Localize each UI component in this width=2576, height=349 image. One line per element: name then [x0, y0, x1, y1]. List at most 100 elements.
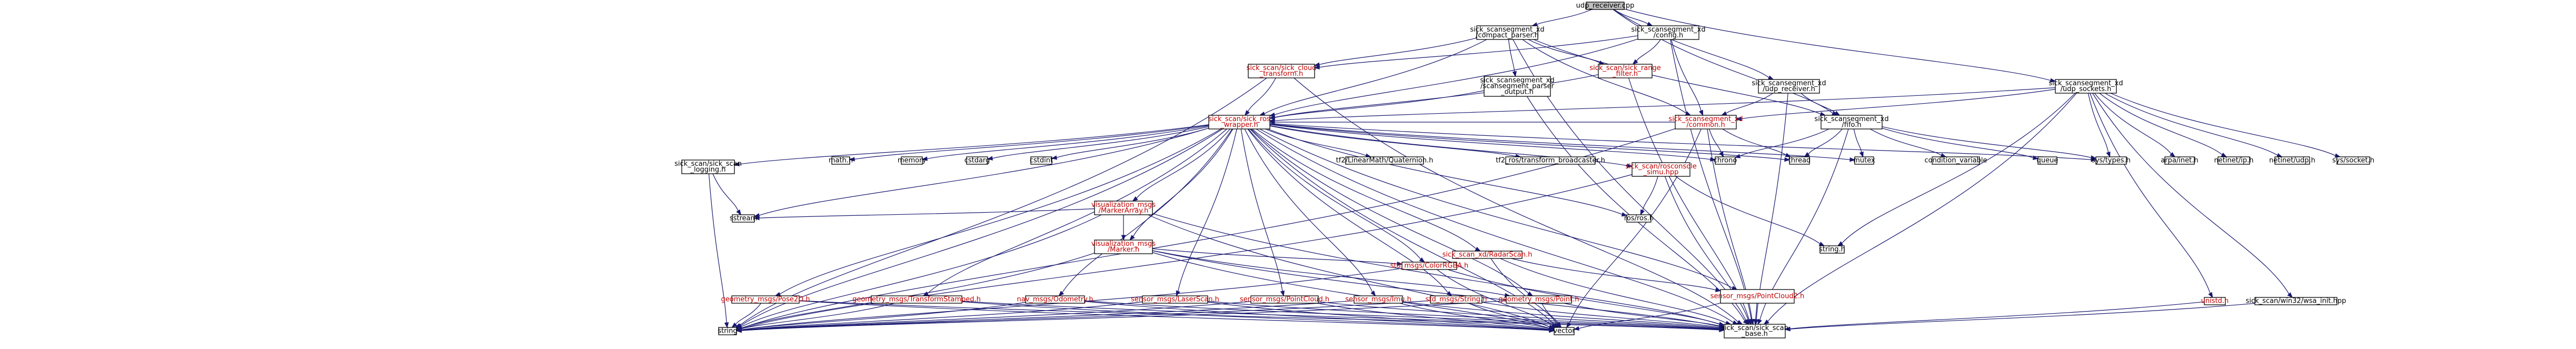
file-node-laserscan-h[interactable]: sensor_msgs/LaserScan.h	[1131, 295, 1219, 304]
file-node-std-string-h[interactable]: std_msgs/String.h	[1426, 295, 1487, 304]
file-node-sys-socket-h[interactable]: sys/socket.h	[2332, 156, 2374, 165]
file-node-label: _transform.h	[1259, 70, 1304, 78]
file-node-viz-marker-h[interactable]: visualization_msgs/Marker.h	[1091, 240, 1156, 254]
file-node-netinet-ip-h[interactable]: netinet/ip.h	[2214, 156, 2254, 165]
include-edge-sick_ros_wrapper_h-to-point_h	[1250, 128, 1534, 296]
include-edge-viz_marker_h-to-colorrgba_h	[1152, 248, 1403, 266]
file-node-colorrgba-h[interactable]: std_msgs/ColorRGBA.h	[1390, 262, 1468, 270]
file-node-box	[732, 214, 755, 223]
file-node-imu-h[interactable]: sensor_msgs/Imu.h	[1345, 295, 1411, 304]
file-node-tf2-quaternion-h[interactable]: tf2/LinearMath/Quaternion.h	[1336, 156, 1434, 165]
file-node-netinet-udp-h[interactable]: netinet/udp.h	[2269, 156, 2315, 165]
file-node-common-h[interactable]: sick_scansegment_xd/common.h	[1668, 115, 1743, 129]
include-edge-rosconsole_simu_hpp-to-ros_ros_h	[1640, 176, 1658, 216]
include-edge-point_h-to-vector	[1541, 303, 1562, 328]
file-node-fifo-h[interactable]: sick_scansegment_xd/fifo.h	[1814, 115, 1889, 129]
file-node-label: _wrapper.h	[1220, 121, 1258, 129]
file-node-string-h[interactable]: string.h	[1819, 245, 1845, 254]
file-node-scansegment-parser-output-h[interactable]: sick_scansegment_xd/scansegment_parser_o…	[1480, 76, 1555, 97]
file-node-sys-types-h[interactable]: sys/types.h	[2092, 156, 2131, 165]
file-node-udp-receiver-h[interactable]: sick_scansegment_xd/udp_receiver.h	[1752, 79, 1826, 94]
file-node-sick-scan-base-h[interactable]: sick_scan/sick_scan_base.h	[1721, 324, 1788, 338]
file-node-label: arpa/inet.h	[2161, 157, 2198, 165]
include-edge-config_h-to-sick_range_filter_h	[1632, 39, 1661, 65]
file-node-box	[2037, 156, 2057, 165]
file-node-queue[interactable]: queue	[2037, 156, 2058, 165]
file-node-udp-sockets-h[interactable]: sick_scansegment_xd/udp_sockets.h	[2048, 79, 2123, 94]
file-node-label: queue	[2037, 157, 2058, 165]
include-edge-config_h-to-common_h	[1670, 39, 1704, 116]
include-edge-sick_ros_wrapper_h-to-colorrgba_h	[1248, 128, 1425, 263]
file-node-rosconsole-simu-hpp[interactable]: sick_scan/rosconsole_simu.hpp	[1625, 162, 1697, 177]
include-edge-udp_receiver_h-to-common_h	[1720, 93, 1774, 116]
file-node-sick-cloud-transform-h[interactable]: sick_scan/sick_cloud_transform.h	[1247, 64, 1317, 78]
file-node-odometry-h[interactable]: nav_msgs/Odometry.h	[1017, 295, 1093, 304]
file-node-thread[interactable]: thread	[1788, 156, 1811, 165]
edges-layer	[708, 8, 2341, 333]
file-node-sick-ros-wrapper-h[interactable]: sick_scan/sick_ros_wrapper.h	[1208, 115, 1270, 129]
file-node-label: sstream	[730, 215, 757, 223]
file-node-label: condition_variable	[1924, 157, 1987, 165]
include-edge-fifo_h-to-chrono	[1734, 128, 1829, 158]
file-node-compact-parser-h[interactable]: sick_scansegment_xd/compact_parser.h	[1470, 25, 1545, 40]
file-node-unistd-h[interactable]: unistd.h	[2201, 297, 2229, 305]
file-node-sick-scan-logging-h[interactable]: sick_scan/sick_scan_logging.h	[674, 159, 742, 174]
file-node-viz-markerarray-h[interactable]: visualization_msgs/MarkerArray.h	[1091, 201, 1156, 215]
file-node-label: _base.h	[1741, 330, 1768, 338]
include-edge-radarscan_h-to-sick_scan_base_h	[1500, 258, 1732, 325]
include-edge-common_h-to-sick_ros_wrapper_h	[1269, 119, 1675, 125]
file-node-box	[731, 295, 800, 304]
file-node-box	[2274, 156, 2310, 165]
include-edge-udp_sockets_h-to-netinet_ip_h	[2099, 93, 2227, 157]
file-node-box	[2164, 156, 2195, 165]
file-node-radarscan-h[interactable]: sick_scan_xd/RadarScan.h	[1443, 251, 1533, 259]
file-node-box	[1030, 156, 1052, 165]
file-node-box	[2336, 156, 2370, 165]
file-node-transformstamped-h[interactable]: geometry_msgs/TransformStamped.h	[852, 295, 981, 304]
include-edge-fifo_h-to-condition_variable	[1869, 128, 1947, 157]
file-node-box	[966, 156, 988, 165]
file-node-condition-variable[interactable]: condition_variable	[1924, 156, 1987, 165]
file-node-sstream[interactable]: sstream	[730, 214, 757, 223]
file-node-ros-ros-h[interactable]: ros/ros.h	[1624, 214, 1654, 223]
file-node-cstdint[interactable]: cstdint	[1030, 156, 1053, 165]
file-node-label: geometry_msgs/TransformStamped.h	[852, 296, 981, 304]
file-node-label: sick_scan_xd/RadarScan.h	[1443, 251, 1533, 259]
include-edge-viz_markerarray_h-to-vector	[1148, 214, 1555, 330]
file-node-label: cstdarg	[964, 157, 990, 165]
include-edge-sick_ros_wrapper_h-to-sick_scan_logging_h	[733, 124, 1209, 167]
include-edge-wsa_init_hpp-to-sick_scan_base_h	[1784, 303, 2255, 332]
file-node-label: mutex	[1853, 157, 1875, 165]
file-node-string[interactable]: string	[718, 327, 738, 335]
file-node-sick-range-filter-h[interactable]: sick_scan/sick_range_filter.h	[1589, 64, 1661, 78]
file-node-label: _filter.h	[1612, 70, 1638, 78]
file-node-box	[1094, 240, 1153, 254]
file-node-box	[1506, 295, 1572, 304]
file-node-label: sensor_msgs/PointCloud.h	[1240, 296, 1329, 304]
file-node-wsa-init-hpp[interactable]: sick_scan/win32/wsa_init.hpp	[2246, 297, 2346, 305]
include-edge-sick_ros_wrapper_h-to-mutex	[1269, 124, 1856, 162]
file-node-arpa-inet-h[interactable]: arpa/inet.h	[2161, 156, 2199, 165]
file-node-config-h[interactable]: sick_scansegment_xd/config.h	[1631, 25, 1706, 40]
file-node-tf2-broadcaster[interactable]: tf2_ros/transform_broadcaster.h	[1496, 156, 1605, 165]
file-node-pointcloud-h[interactable]: sensor_msgs/PointCloud.h	[1240, 295, 1329, 304]
file-node-label: /compact_parser.h	[1476, 32, 1539, 39]
file-node-pointcloud2-h[interactable]: sensor_msgs/PointCloud2.h	[1710, 289, 1804, 304]
file-node-point-h[interactable]: geometry_msgs/Point.h	[1499, 295, 1579, 304]
file-node-box	[2254, 297, 2338, 305]
file-node-chrono[interactable]: chrono	[1714, 156, 1737, 165]
include-edge-udp_sockets_h-to-arpa_inet_h	[2094, 93, 2176, 157]
file-node-label: tf2/LinearMath/Quaternion.h	[1336, 157, 1434, 165]
file-node-math-h[interactable]: math.h	[829, 156, 853, 165]
file-node-memory[interactable]: memory	[898, 156, 927, 165]
file-node-mutex[interactable]: mutex	[1853, 156, 1875, 165]
file-node-pose2d-h[interactable]: geometry_msgs/Pose2D.h	[721, 295, 810, 304]
file-node-box	[1626, 214, 1652, 223]
file-node-box	[1476, 25, 1538, 40]
include-edge-udp_receiver_cpp-to-compact_parser_h	[1531, 9, 1592, 27]
file-node-vector[interactable]: vector	[1553, 327, 1575, 335]
file-node-label: sensor_msgs/PointCloud2.h	[1710, 293, 1804, 301]
file-node-label: std_msgs/String.h	[1426, 296, 1487, 304]
file-node-cstdarg[interactable]: cstdarg	[964, 156, 990, 165]
include-edge-colorrgba_h-to-sick_scan_base_h	[1447, 269, 1725, 326]
